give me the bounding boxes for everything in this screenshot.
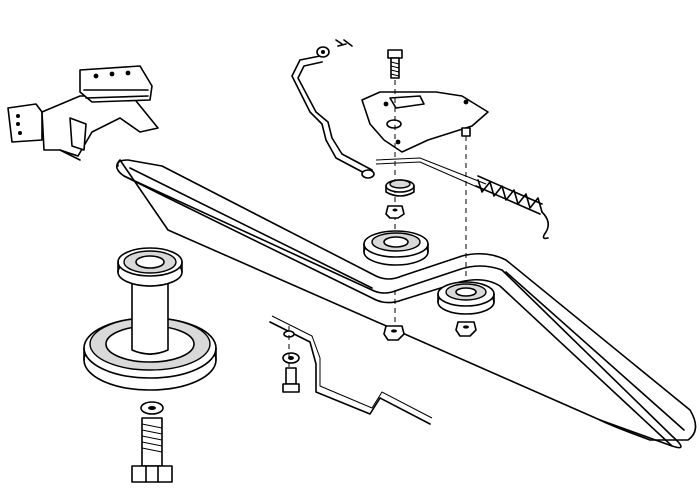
- hex-nut-lower-right: [455, 321, 477, 337]
- hex-nut-upper: [385, 205, 405, 219]
- mounting-bracket: [7, 65, 159, 161]
- hex-nut-lower-left: [383, 325, 405, 341]
- drive-belt: [116, 159, 697, 449]
- lock-washer: [140, 401, 164, 415]
- spring-hook-wire: [375, 157, 487, 185]
- guide-washer: [282, 330, 300, 364]
- hex-bolt: [131, 417, 173, 483]
- guide-screw: [282, 367, 300, 393]
- idler-arm-plate: [361, 91, 489, 153]
- linkage-rod: [291, 39, 375, 179]
- belt-guide-wire: [269, 315, 433, 425]
- idler-pulley-lower: [437, 281, 495, 315]
- hub-spacer: [385, 179, 415, 197]
- idler-pulley-upper: [363, 230, 429, 266]
- cap-screw: [387, 49, 403, 79]
- tension-spring: [475, 175, 550, 240]
- spindle-pulley-assembly: [83, 247, 217, 391]
